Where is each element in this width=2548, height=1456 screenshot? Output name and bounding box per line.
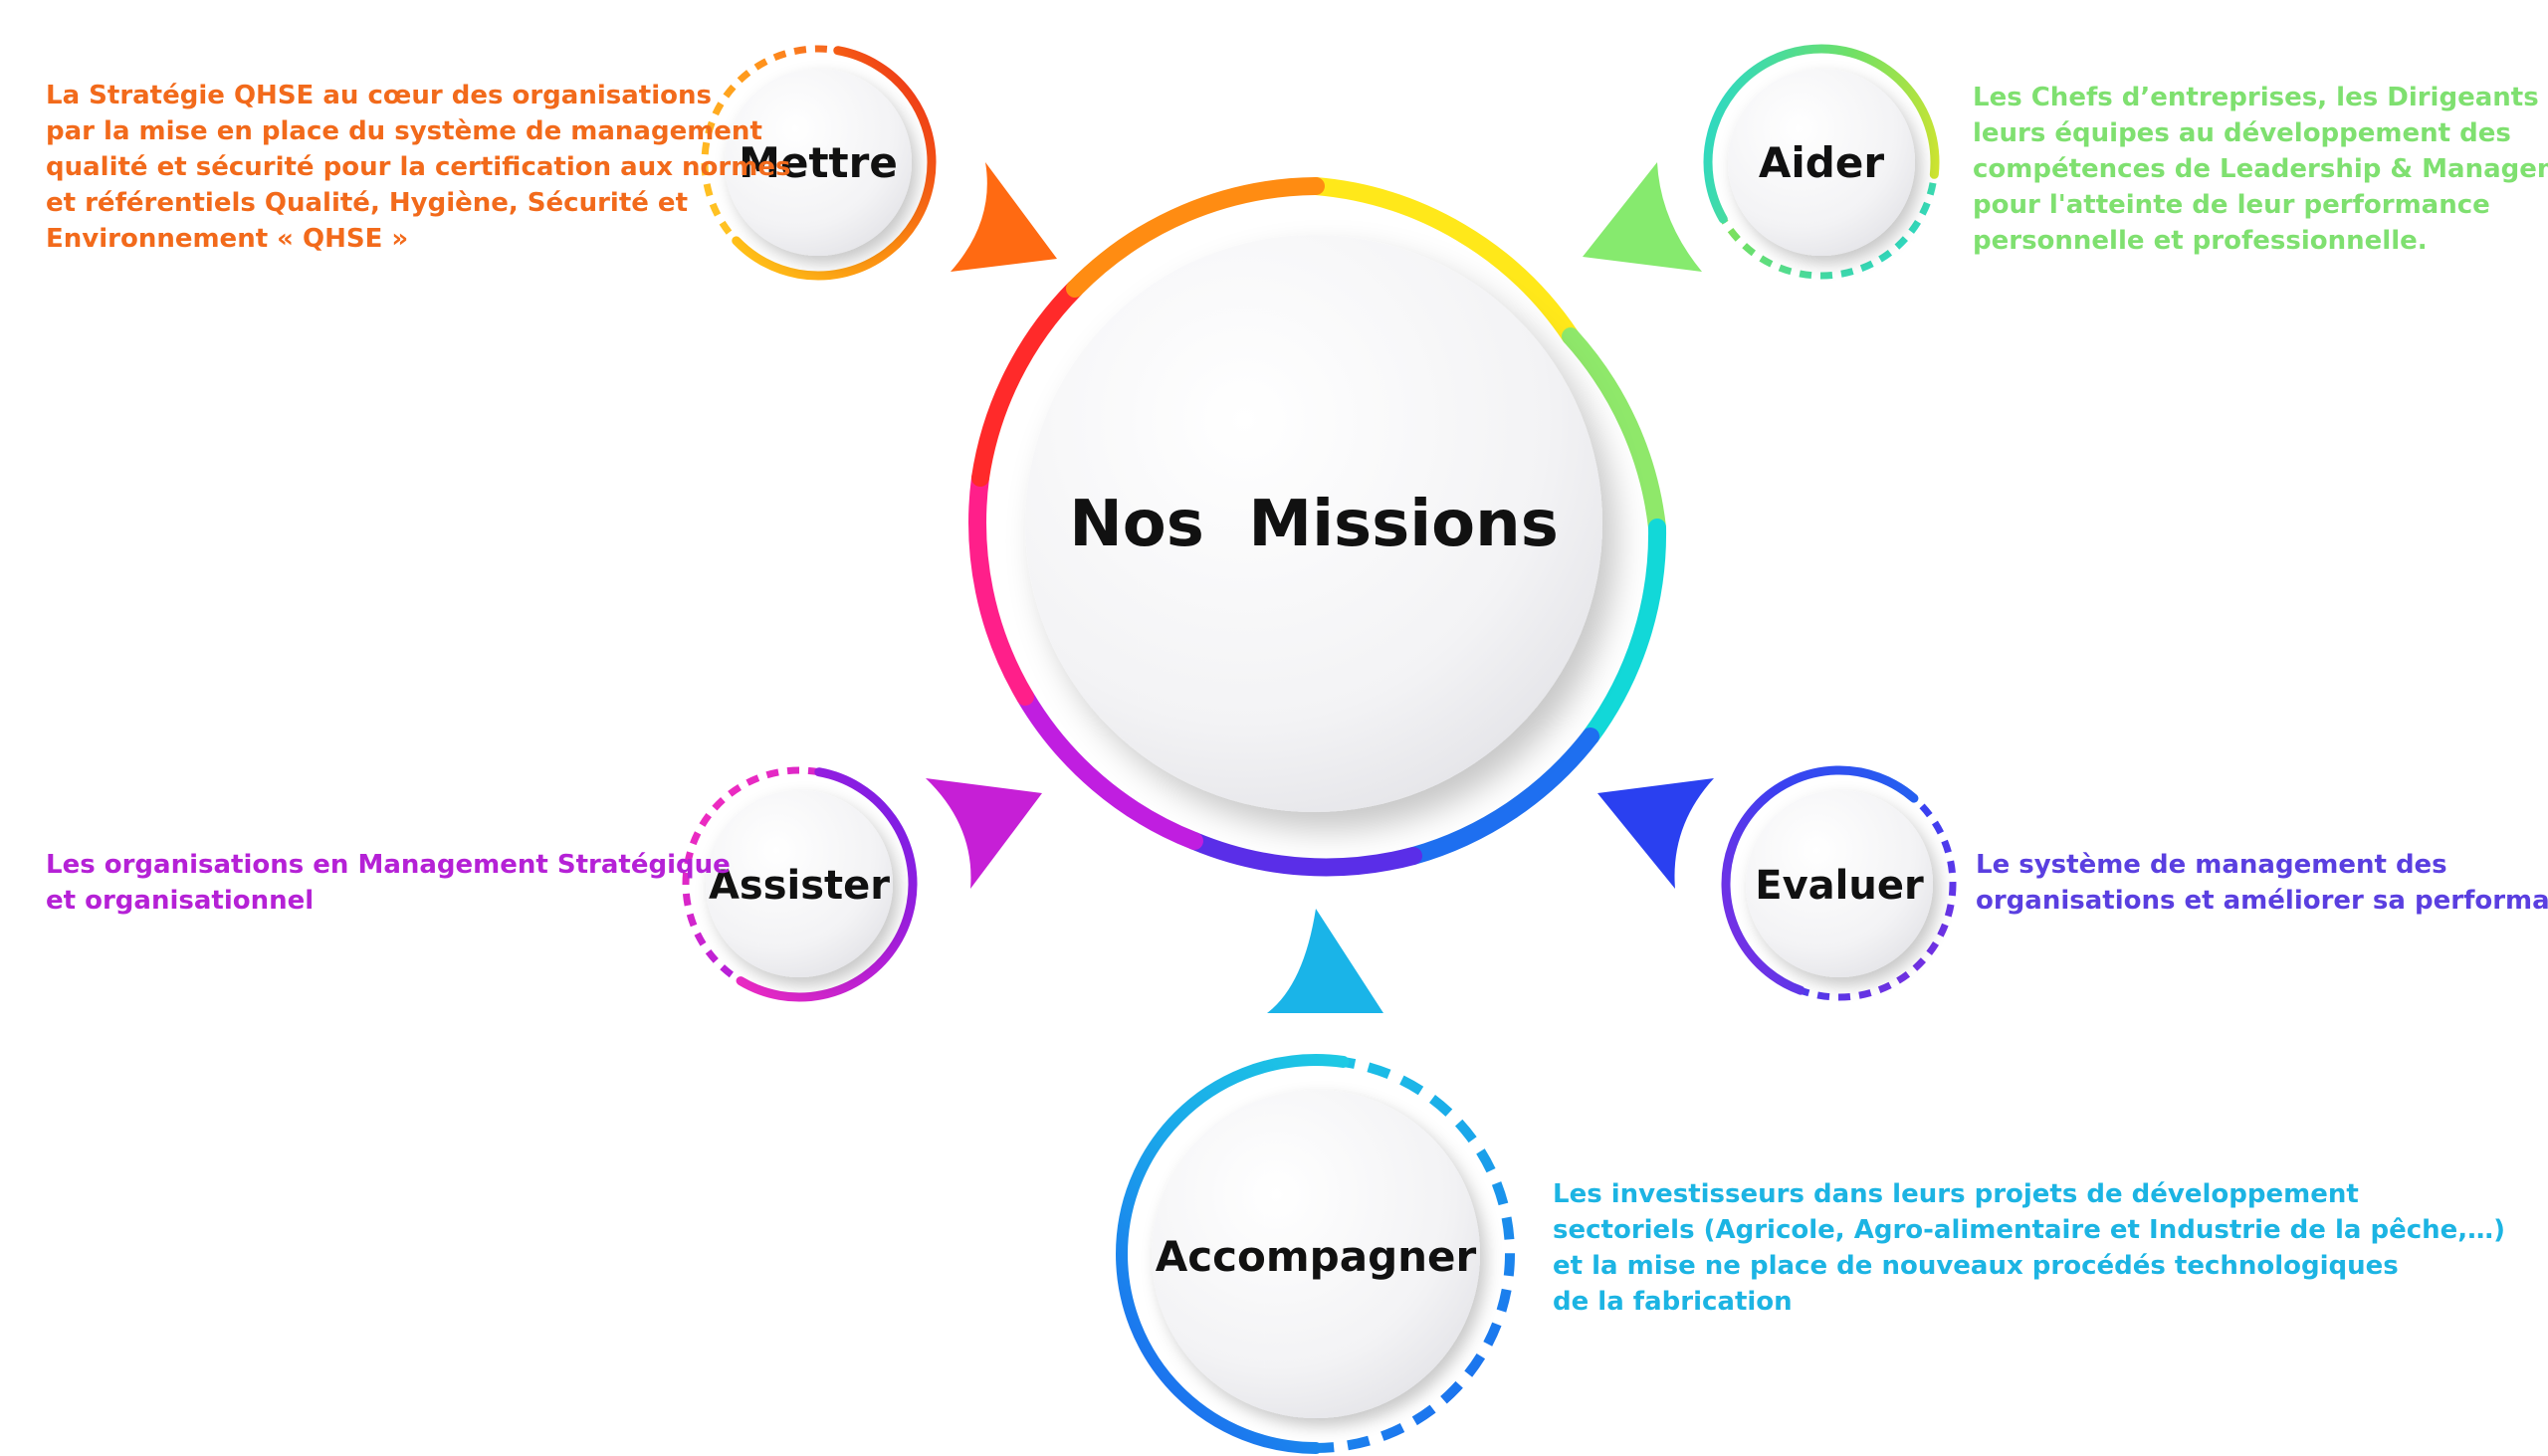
- center-ring: [968, 177, 1667, 877]
- ring-segment: [1066, 177, 1325, 298]
- node-ring-dashed: [701, 45, 936, 280]
- node-label-aider: Aider: [1759, 138, 1884, 187]
- description-line: sectoriels (Agricole, Agro-alimentaire e…: [1553, 1215, 2506, 1245]
- ring-segment: [1307, 177, 1580, 345]
- arrow-evaluer: [1597, 778, 1714, 889]
- arrow-aider: [1583, 162, 1702, 272]
- ring-segment: [971, 280, 1084, 487]
- node-accompagner: Accompagner: [1116, 1054, 1516, 1454]
- node-assister: Assister: [681, 765, 918, 1002]
- node-ring-solid: [1116, 1054, 1516, 1454]
- ring-segment: [1582, 519, 1667, 745]
- ring-segment: [1404, 728, 1599, 865]
- description-line: et référentiels Qualité, Hygiène, Sécuri…: [46, 188, 688, 218]
- ring-segment: [1562, 327, 1666, 536]
- description-line: pour l'atteinte de leur performance: [1973, 190, 2490, 220]
- node-label-evaluer: Evaluer: [1755, 863, 1924, 909]
- description-line: et la mise ne place de nouveaux procédés…: [1553, 1251, 2399, 1281]
- arrow-mettre: [951, 162, 1057, 272]
- node-label-mettre: Mettre: [739, 138, 898, 187]
- ring-segment: [1185, 832, 1422, 877]
- node-ring-solid: [681, 765, 918, 1002]
- description-line: leurs équipes au développement des: [1973, 118, 2511, 148]
- description-line: compétences de Leadership & Management: [1973, 154, 2548, 184]
- description-aider: Les Chefs d’entreprises, les Dirigeants …: [1973, 80, 2548, 259]
- node-disc: [1152, 1090, 1480, 1418]
- description-line: personnelle et professionnelle.: [1973, 226, 2428, 256]
- node-label-accompagner: Accompagner: [1156, 1232, 1477, 1281]
- node-disc: [1746, 790, 1933, 977]
- node-disc: [706, 790, 893, 977]
- center-disc: [1025, 235, 1602, 812]
- node-aider: Aider: [1703, 44, 1940, 281]
- description-line: par la mise en place du système de manag…: [46, 116, 762, 146]
- description-line: organisations et améliorer sa performanc…: [1976, 886, 2548, 916]
- description-line: La Stratégie QHSE au cœur des organisati…: [46, 81, 712, 110]
- arrow-accompagner: [1267, 909, 1383, 1013]
- description-line: Environnement « QHSE »: [46, 224, 409, 254]
- description-evaluer: Le système de management des organisatio…: [1976, 847, 2548, 919]
- description-line: Le système de management des: [1976, 850, 2447, 880]
- node-ring-solid: [1703, 44, 1940, 281]
- description-line: Les Chefs d’entreprises, les Dirigeants …: [1973, 83, 2548, 112]
- description-line: qualité et sécurité pour la certificatio…: [46, 152, 791, 182]
- node-ring-solid: [1721, 765, 1958, 1002]
- description-mettre: La Stratégie QHSE au cœur des organisati…: [46, 78, 790, 257]
- center-title: Nos Missions: [1069, 488, 1559, 561]
- ring-segment: [968, 469, 1034, 706]
- node-disc: [1728, 69, 1915, 256]
- node-evaluer: Evaluer: [1721, 765, 1958, 1002]
- description-line: Les investisseurs dans leurs projets de …: [1553, 1179, 2359, 1209]
- arrow-assister: [926, 778, 1042, 889]
- description-assister: Les organisations en Management Stratégi…: [46, 847, 731, 919]
- node-label-assister: Assister: [709, 863, 890, 909]
- description-line: Les organisations en Management Stratégi…: [46, 850, 731, 880]
- ring-segment: [1016, 688, 1203, 850]
- node-mettre: Mettre: [700, 44, 937, 281]
- description-line: et organisationnel: [46, 886, 315, 916]
- description-accompagner: Les investisseurs dans leurs projets de …: [1553, 1176, 2505, 1320]
- description-line: de la fabrication: [1553, 1287, 1793, 1317]
- node-disc: [725, 69, 912, 256]
